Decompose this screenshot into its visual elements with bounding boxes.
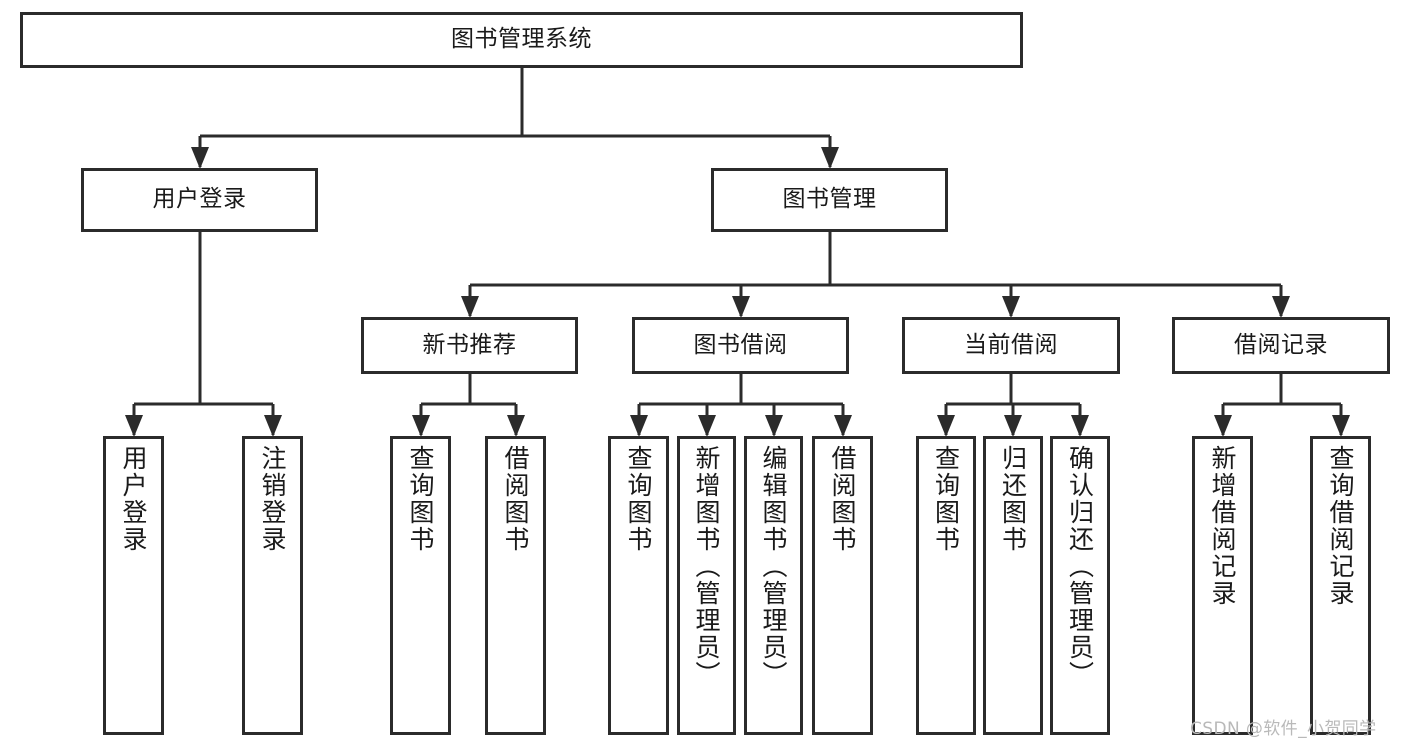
node-l2[interactable]: 注销登录 <box>242 436 303 735</box>
watermark-label: CSDN @软件_小贺同学 <box>1190 719 1377 739</box>
arrowhead-icon <box>264 415 282 437</box>
arrowhead-icon <box>1214 415 1232 437</box>
arrowhead-icon <box>765 415 783 437</box>
node-hist[interactable]: 借阅记录 <box>1172 317 1390 374</box>
node-l1[interactable]: 用户登录 <box>103 436 164 735</box>
arrowhead-icon <box>834 415 852 437</box>
node-label: 借阅记录 <box>1234 331 1328 358</box>
arrowhead-icon <box>1002 296 1020 318</box>
node-label: 查询图书 <box>931 445 961 553</box>
node-l9[interactable]: 查询图书 <box>916 436 976 735</box>
node-label: 图书管理 <box>782 186 877 213</box>
node-label: 用户登录 <box>119 445 148 553</box>
node-label: 图书借阅 <box>693 331 788 358</box>
arrowhead-icon <box>191 147 209 169</box>
node-label: 查询借阅记录 <box>1326 445 1355 607</box>
arrowhead-icon <box>1332 415 1350 437</box>
node-l8[interactable]: 借阅图书 <box>812 436 873 735</box>
arrowhead-icon <box>412 415 430 437</box>
arrowhead-icon <box>630 415 648 437</box>
arrowhead-icon <box>461 296 479 318</box>
node-books[interactable]: 图书管理 <box>711 168 948 232</box>
node-label: 编辑图书（管理员） <box>759 445 788 688</box>
node-l11[interactable]: 确认归还（管理员） <box>1050 436 1110 735</box>
arrowhead-icon <box>125 415 143 437</box>
node-root[interactable]: 图书管理系统 <box>20 12 1023 68</box>
arrowhead-icon <box>732 296 750 318</box>
node-label: 新书推荐 <box>422 331 517 358</box>
node-l12[interactable]: 新增借阅记录 <box>1192 436 1253 735</box>
node-label: 查询图书 <box>406 445 435 553</box>
arrowhead-icon <box>1004 415 1022 437</box>
arrowhead-icon <box>937 415 955 437</box>
arrowhead-icon <box>698 415 716 437</box>
node-label: 新增借阅记录 <box>1208 445 1237 607</box>
node-label: 当前借阅 <box>964 331 1058 358</box>
node-newrec[interactable]: 新书推荐 <box>361 317 578 374</box>
arrowhead-icon <box>507 415 525 437</box>
node-l7[interactable]: 编辑图书（管理员） <box>744 436 803 735</box>
node-label: 用户登录 <box>152 186 247 213</box>
node-curr[interactable]: 当前借阅 <box>902 317 1120 374</box>
node-label: 查询图书 <box>624 445 653 553</box>
node-label: 归还图书 <box>998 445 1028 553</box>
node-l4[interactable]: 借阅图书 <box>485 436 546 735</box>
arrowhead-icon <box>1071 415 1089 437</box>
node-label: 新增图书（管理员） <box>692 445 721 688</box>
node-l10[interactable]: 归还图书 <box>983 436 1043 735</box>
node-label: 借阅图书 <box>828 445 857 553</box>
arrowhead-icon <box>821 147 839 169</box>
node-l13[interactable]: 查询借阅记录 <box>1310 436 1371 735</box>
node-l3[interactable]: 查询图书 <box>390 436 451 735</box>
node-l5[interactable]: 查询图书 <box>608 436 669 735</box>
arrowhead-icon <box>1272 296 1290 318</box>
node-label: 图书管理系统 <box>451 26 592 53</box>
node-label: 借阅图书 <box>501 445 530 553</box>
node-login[interactable]: 用户登录 <box>81 168 318 232</box>
node-l6[interactable]: 新增图书（管理员） <box>677 436 736 735</box>
node-label: 注销登录 <box>258 445 287 553</box>
node-borrow[interactable]: 图书借阅 <box>632 317 849 374</box>
node-label: 确认归还（管理员） <box>1065 445 1095 688</box>
